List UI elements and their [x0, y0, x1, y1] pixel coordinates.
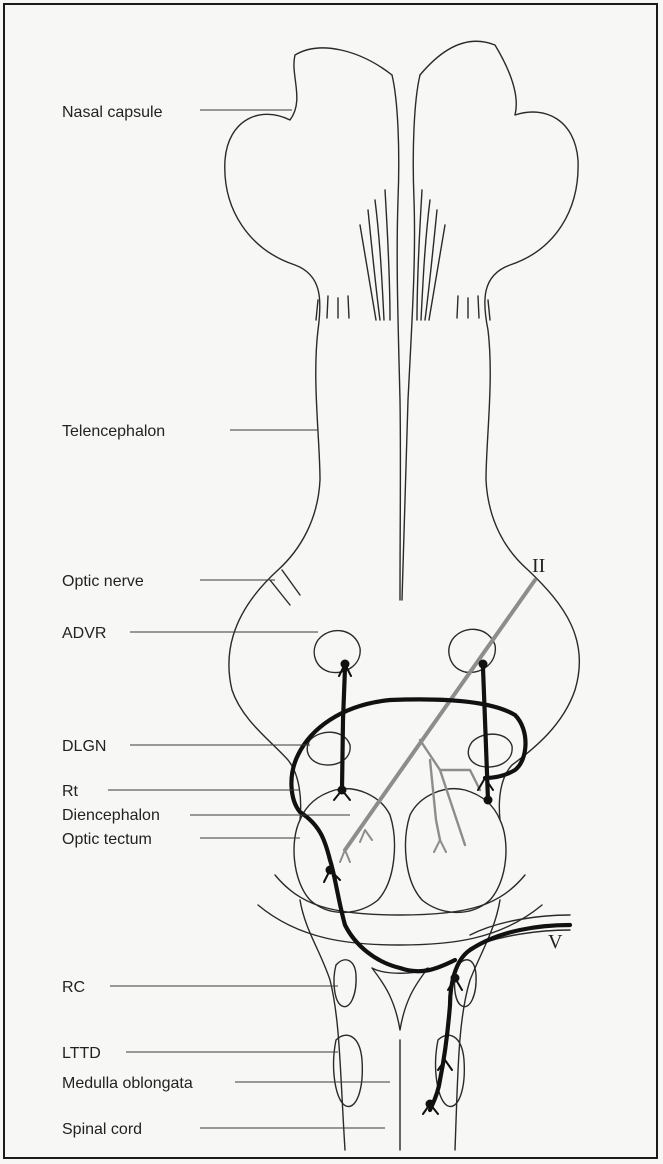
- leader-lines: [108, 110, 390, 1128]
- descending-tract: [291, 699, 525, 971]
- optic-nerve-fibre: [345, 580, 535, 850]
- label-spinal-cord: Spinal cord: [62, 1121, 142, 1138]
- dlgn-right-neuron: [484, 796, 493, 805]
- olfactory-fibres: [316, 190, 490, 320]
- optic-branch-lateral: [440, 770, 465, 845]
- advr-left-projection: [342, 668, 345, 790]
- telencephalon-midline-2: [402, 75, 420, 600]
- label-optic-nerve: Optic nerve: [62, 573, 144, 590]
- nasal-capsule-right: [420, 41, 579, 820]
- visual-pathway: [340, 580, 535, 862]
- label-dlgn: DLGN: [62, 738, 106, 755]
- label-lttd: LTTD: [62, 1045, 101, 1062]
- labels: Nasal capsule Telencephalon Optic nerve …: [62, 104, 563, 1138]
- pathway-terminals: [324, 664, 493, 1114]
- advr-left-outline: [314, 631, 360, 673]
- telencephalon-midline: [392, 75, 400, 600]
- cerebellum-arc: [275, 875, 525, 915]
- advr-right-neuron: [479, 660, 488, 669]
- label-nerve-v: V: [548, 931, 563, 953]
- label-nasal-capsule: Nasal capsule: [62, 104, 163, 121]
- label-rc: RC: [62, 979, 85, 996]
- fourth-ventricle: [372, 968, 428, 1030]
- label-diencephalon: Diencephalon: [62, 807, 160, 824]
- optic-tectum-right: [406, 789, 506, 913]
- dlgn-right-outline: [468, 734, 512, 767]
- label-advr: ADVR: [62, 625, 106, 642]
- label-telencephalon: Telencephalon: [62, 423, 165, 440]
- optic-nerve-stub: [270, 570, 300, 605]
- lttd-left-outline: [334, 1035, 363, 1106]
- label-rt: Rt: [62, 783, 79, 800]
- rc-left-outline: [334, 960, 356, 1007]
- optic-chiasm-branch: [420, 740, 480, 790]
- label-nerve-ii: II: [532, 555, 545, 577]
- label-medulla-oblongata: Medulla oblongata: [62, 1075, 193, 1092]
- optic-branch-tectum: [430, 760, 440, 840]
- label-optic-tectum: Optic tectum: [62, 831, 152, 848]
